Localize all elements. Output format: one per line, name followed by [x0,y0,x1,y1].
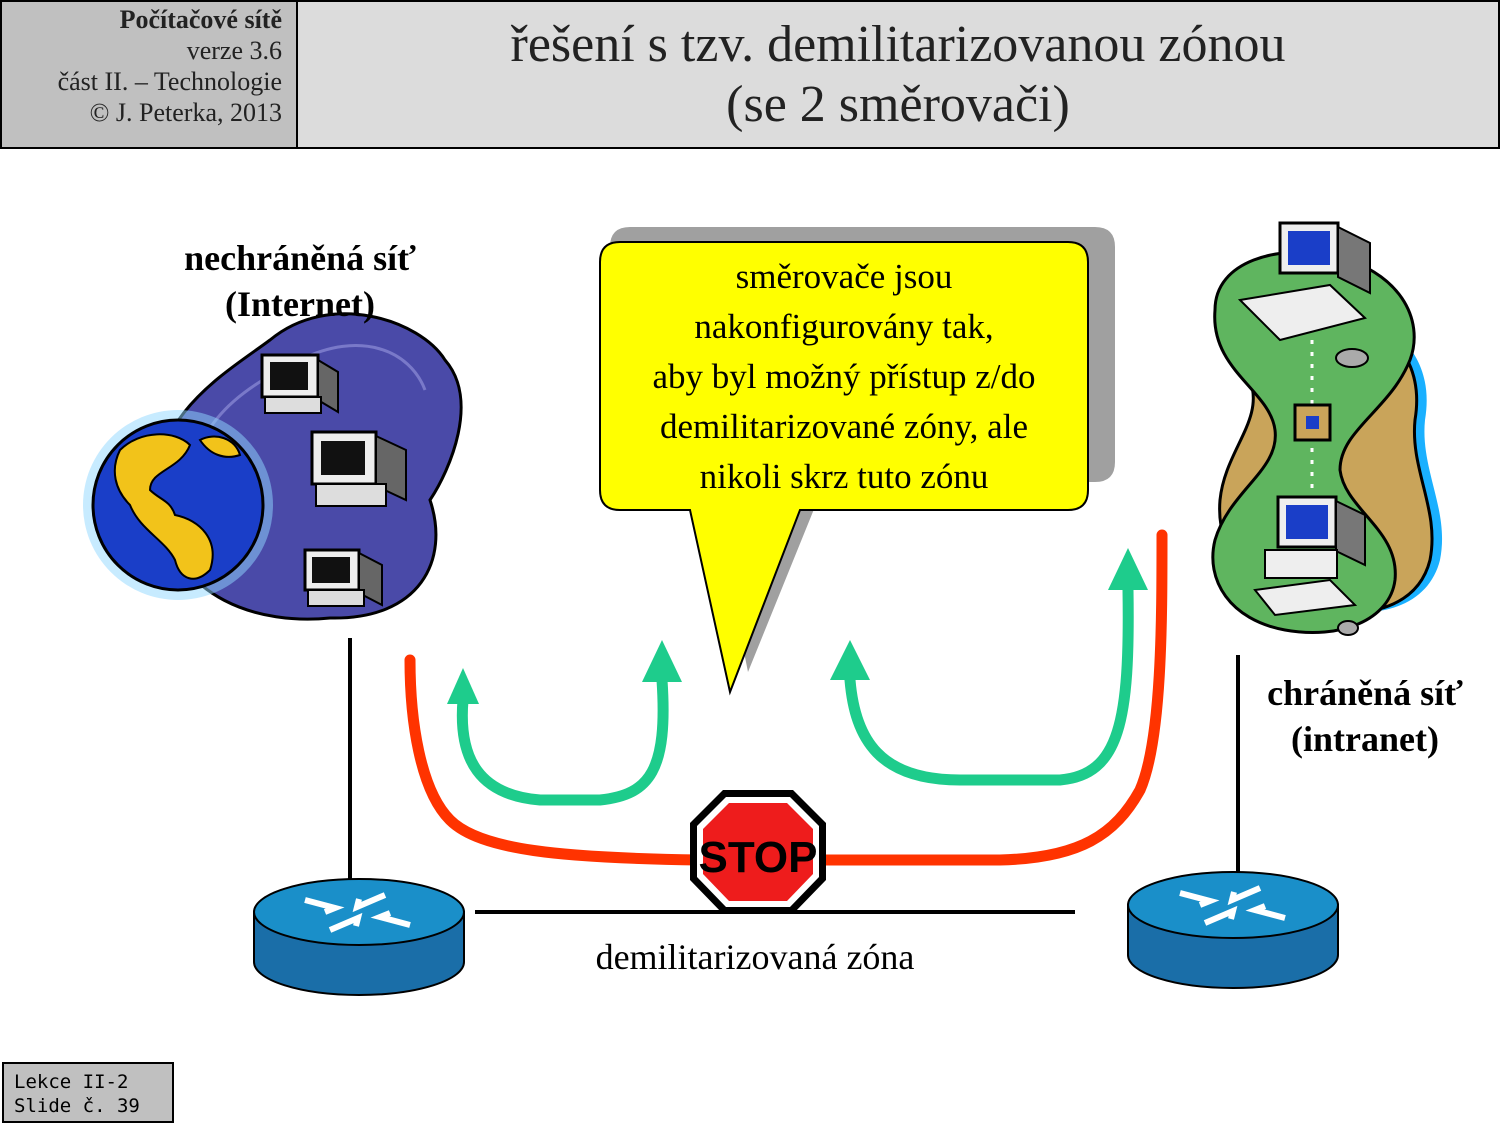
course-version: verze 3.6 [186,36,282,65]
intranet-label-line2: (intranet) [1291,719,1439,759]
internet-computer-icon [303,548,383,607]
internet-label: nechráněná síť (Internet) [120,235,480,327]
allowed-arrowhead [447,668,479,704]
allowed-arrowhead [830,640,870,680]
allowed-arrowhead [1108,548,1148,590]
internet-computer-icon [310,430,407,507]
course-name: Počítačové sítě [119,5,282,34]
internet-label-line2: (Internet) [225,284,375,324]
callout-line: směrovače jsou [735,257,953,296]
allowed-arrow-right [844,584,1134,786]
intranet-workstation-icon [1253,495,1366,636]
footer-lesson: Lekce II-2 [14,1071,129,1093]
course-info-box: Počítačové sítě verze 3.6 část II. – Tec… [0,0,298,149]
callout-bubble [599,241,1089,696]
callout-line: nakonfigurovány tak, [694,307,994,346]
course-copyright: © J. Peterka, 2013 [89,98,282,127]
blocked-path [404,529,1168,866]
footer-slide-number: Slide č. 39 [14,1095,140,1117]
callout-line: aby byl možný přístup z/do [652,357,1036,396]
allowed-arrow-left [456,674,669,806]
allowed-arrowhead [642,640,682,682]
slide-title-line2: (se 2 směrovači) [726,75,1070,133]
slide-title: řešení s tzv. demilitarizovanou zónou (s… [298,0,1500,149]
internet-label-line1: nechráněná síť [184,238,416,278]
router-icon-right [1127,871,1339,989]
intranet-label-line1: chráněná síť [1267,673,1463,713]
stop-sign-text: STOP [698,833,817,882]
router-icon-left [253,878,465,996]
internet-computer-icon [260,353,339,414]
stop-sign: STOP [690,790,826,914]
slide-footer: Lekce II-2 Slide č. 39 [2,1062,174,1123]
slide-title-line1: řešení s tzv. demilitarizovanou zónou [510,15,1286,73]
globe-icon [83,410,273,600]
intranet-label: chráněná síť (intranet) [1225,670,1500,762]
callout-text: směrovače jsou nakonfigurovány tak, aby … [606,252,1082,502]
course-part: část II. – Technologie [57,67,282,96]
callout-line: demilitarizované zóny, ale [660,407,1028,446]
callout-line: nikoli skrz tuto zónu [699,457,989,496]
dmz-label: demilitarizovaná zóna [595,937,915,977]
intranet-workstation-icon [1237,221,1371,368]
